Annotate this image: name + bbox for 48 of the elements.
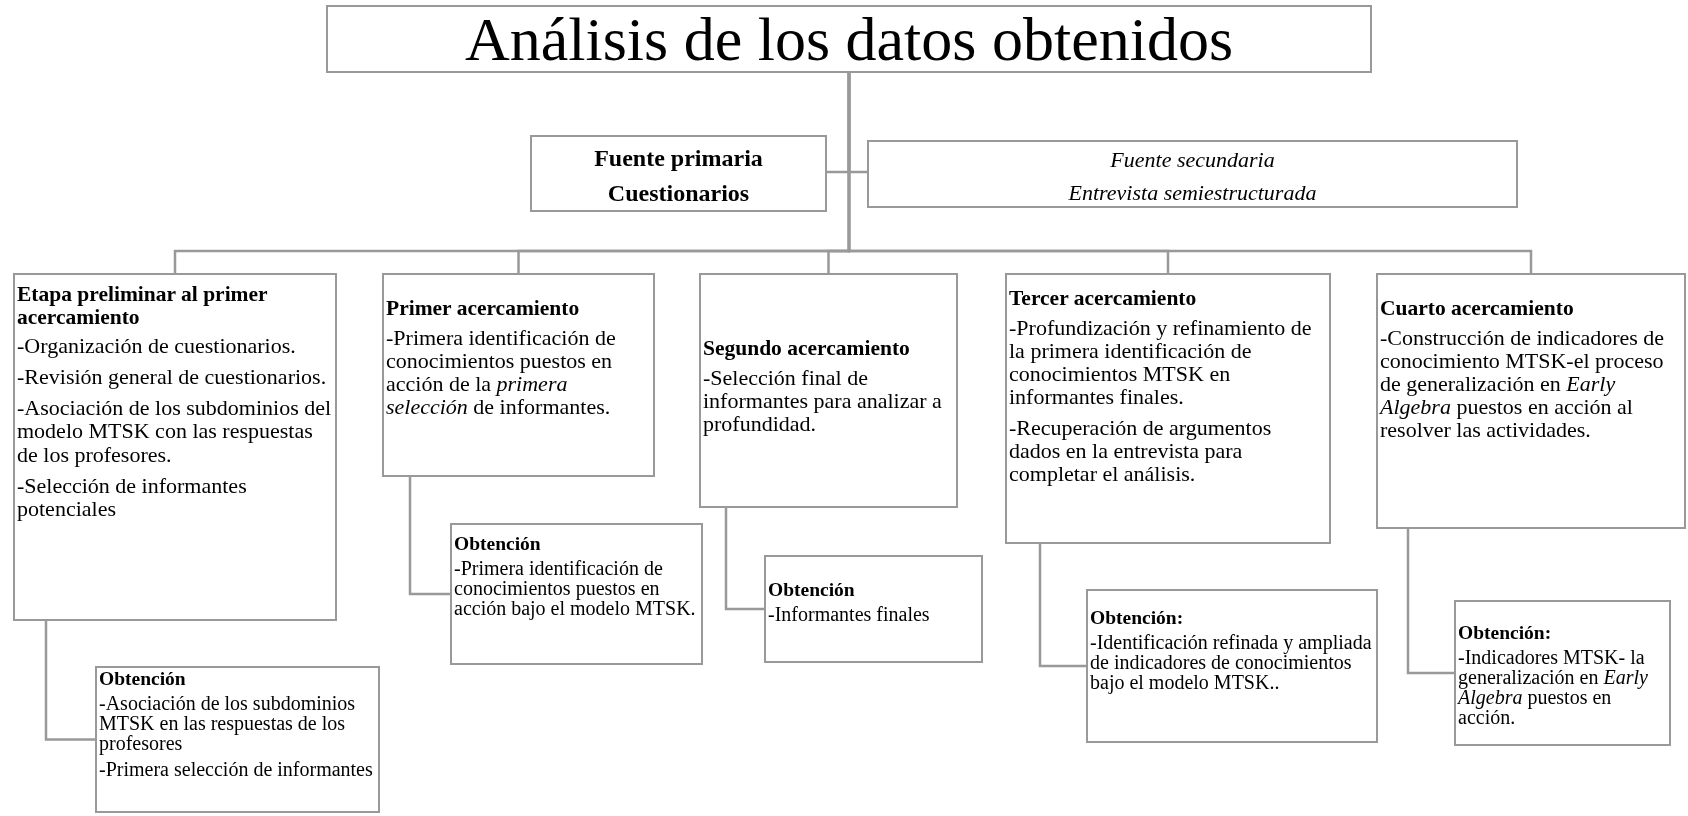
node-text: -Revisión general de cuestionarios. (17, 365, 328, 389)
node-text: -Recuperación de argumentos dados en la entrevista para completar el análisis. (1009, 415, 1273, 486)
node-text: -Indicadores MTSK- la generalización en Early Algebra puestos en acción. (1458, 647, 1649, 728)
node-text: Cuarto acercamiento (1380, 297, 1575, 320)
stage-box (699, 273, 958, 508)
node-text: -Organización de cuestionarios. (17, 334, 297, 358)
node-text: Obtención: (1458, 622, 1553, 644)
connector-line (1406, 529, 1454, 675)
node-text: -Selección final de informantes para analizar a profundidad. (703, 365, 943, 435)
node-text: -Profundización y refinamiento de la primera identificación de conocimientos MTSK en informantes finales. (1009, 315, 1313, 408)
stage-box (382, 273, 655, 477)
node-text: Obtención (454, 533, 542, 555)
node-text: -Identificación refinada y ampliada de indicadores de conocimientos bajo el modelo MTSK.. (1090, 632, 1373, 693)
result-box (95, 666, 380, 813)
node-text: Fuente primaria (593, 143, 764, 173)
stage-box (1005, 273, 1331, 544)
node-text: -Primera selección de informantes (99, 759, 374, 780)
node-text: Segundo acercamiento (703, 337, 911, 360)
result-box (1454, 600, 1671, 746)
connector-line (44, 621, 95, 741)
stage-box (13, 273, 337, 621)
result-box (764, 555, 983, 663)
node-text: Etapa preliminar al primer acercamiento (17, 283, 269, 329)
node-text: Fuente secundaria (1109, 146, 1276, 174)
node-text: -Construcción de indicadores de conocimiento MTSK-el proceso de generalización en Early Algebra puestos en acción al resolver las actividades. (1380, 325, 1666, 442)
node-text: Cuestionarios (606, 178, 751, 208)
node-text: -Selección de informantes potenciales (17, 473, 248, 520)
result-box (1086, 589, 1378, 743)
node-text: Obtención (768, 579, 856, 601)
node-text: -Asociación de los subdominios MTSK en las respuestas de los profesores (99, 693, 357, 754)
connector-line (408, 477, 450, 596)
node-text: -Primera identificación de conocimientos puestos en acción de la primera selección de informantes. (386, 325, 617, 418)
node-text: -Asociación de los subdominios del modelo MTSK con las respuestas de los profesores. (17, 396, 333, 466)
node-text: Tercer acercamiento (1009, 287, 1198, 310)
node-text: Primer acercamiento (386, 297, 581, 320)
node-text: Obtención (99, 668, 187, 690)
title-box (326, 5, 1372, 73)
node-text: Obtención: (1090, 607, 1185, 629)
connector-line (724, 508, 764, 611)
node-text: -Informantes finales (768, 604, 931, 625)
node-text: Entrevista semiestructurada (1067, 179, 1318, 207)
result-box (450, 523, 703, 665)
source-box (530, 135, 827, 212)
node-text: Análisis de los datos obtenidos (463, 8, 1235, 70)
source-box (867, 140, 1518, 208)
stage-box (1376, 273, 1686, 529)
node-text: -Primera identificación de conocimientos puestos en acción bajo el modelo MTSK. (454, 558, 697, 619)
connector-line (1038, 544, 1086, 668)
